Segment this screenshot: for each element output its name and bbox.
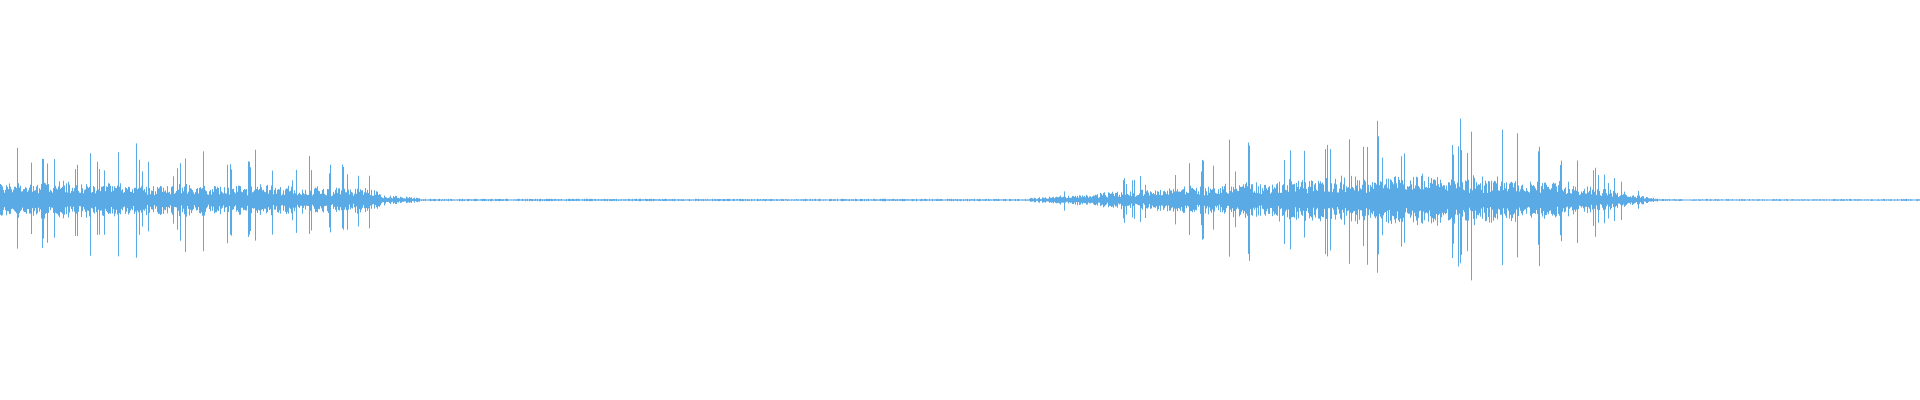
waveform-bars: [0, 118, 1920, 281]
